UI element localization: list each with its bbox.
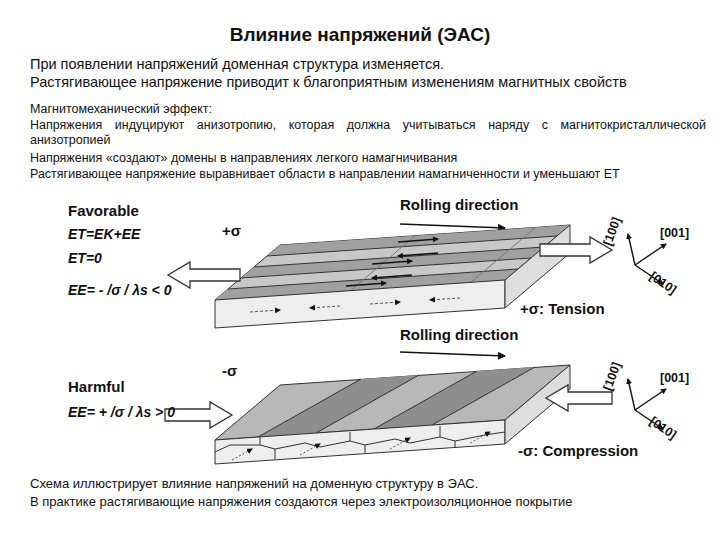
caption-line: В практике растягивающие напряжения созд… (30, 494, 572, 510)
axis-label: [010] (646, 414, 679, 443)
stress-sign: -σ (222, 362, 237, 380)
intro-line: Растягивающее напряжение приводит к благ… (30, 74, 627, 91)
energy-formula: ET=EK+EE (68, 226, 140, 243)
energy-formula: ET=0 (68, 250, 102, 267)
note-text: Напряжения индуцируют анизотропию, котор… (30, 118, 706, 148)
axis-label: [100] (601, 360, 625, 393)
direction-label: Rolling direction (400, 196, 518, 214)
intro-line: При появлении напряжений доменная структ… (30, 56, 444, 73)
case-heading: Favorable (68, 202, 139, 220)
note-text: Напряжения «создают» домены в направлени… (30, 151, 457, 166)
caption-line: Схема иллюстрирует влияние напряжений на… (30, 476, 478, 492)
stress-label: +σ: Tension (520, 300, 605, 318)
axis-label: [010] (646, 269, 679, 298)
note-heading: Магнитомеханический эффект: (30, 102, 212, 117)
case-heading: Harmful (68, 378, 125, 396)
axis-label: [100] (601, 215, 625, 248)
direction-label: Rolling direction (400, 326, 518, 344)
energy-formula: EE= - /σ / λs < 0 (68, 282, 171, 299)
axis-label: [001] (660, 371, 689, 386)
note-text: Растягивающее напряжение выравнивает обл… (30, 167, 620, 182)
slide-title: Влияние напряжений (ЭАС) (0, 24, 720, 46)
stress-label: -σ: Compression (518, 442, 638, 460)
energy-formula: EE= + /σ / λs > 0 (68, 404, 175, 421)
axis-label: [001] (660, 226, 689, 241)
stress-sign: +σ (222, 222, 241, 240)
